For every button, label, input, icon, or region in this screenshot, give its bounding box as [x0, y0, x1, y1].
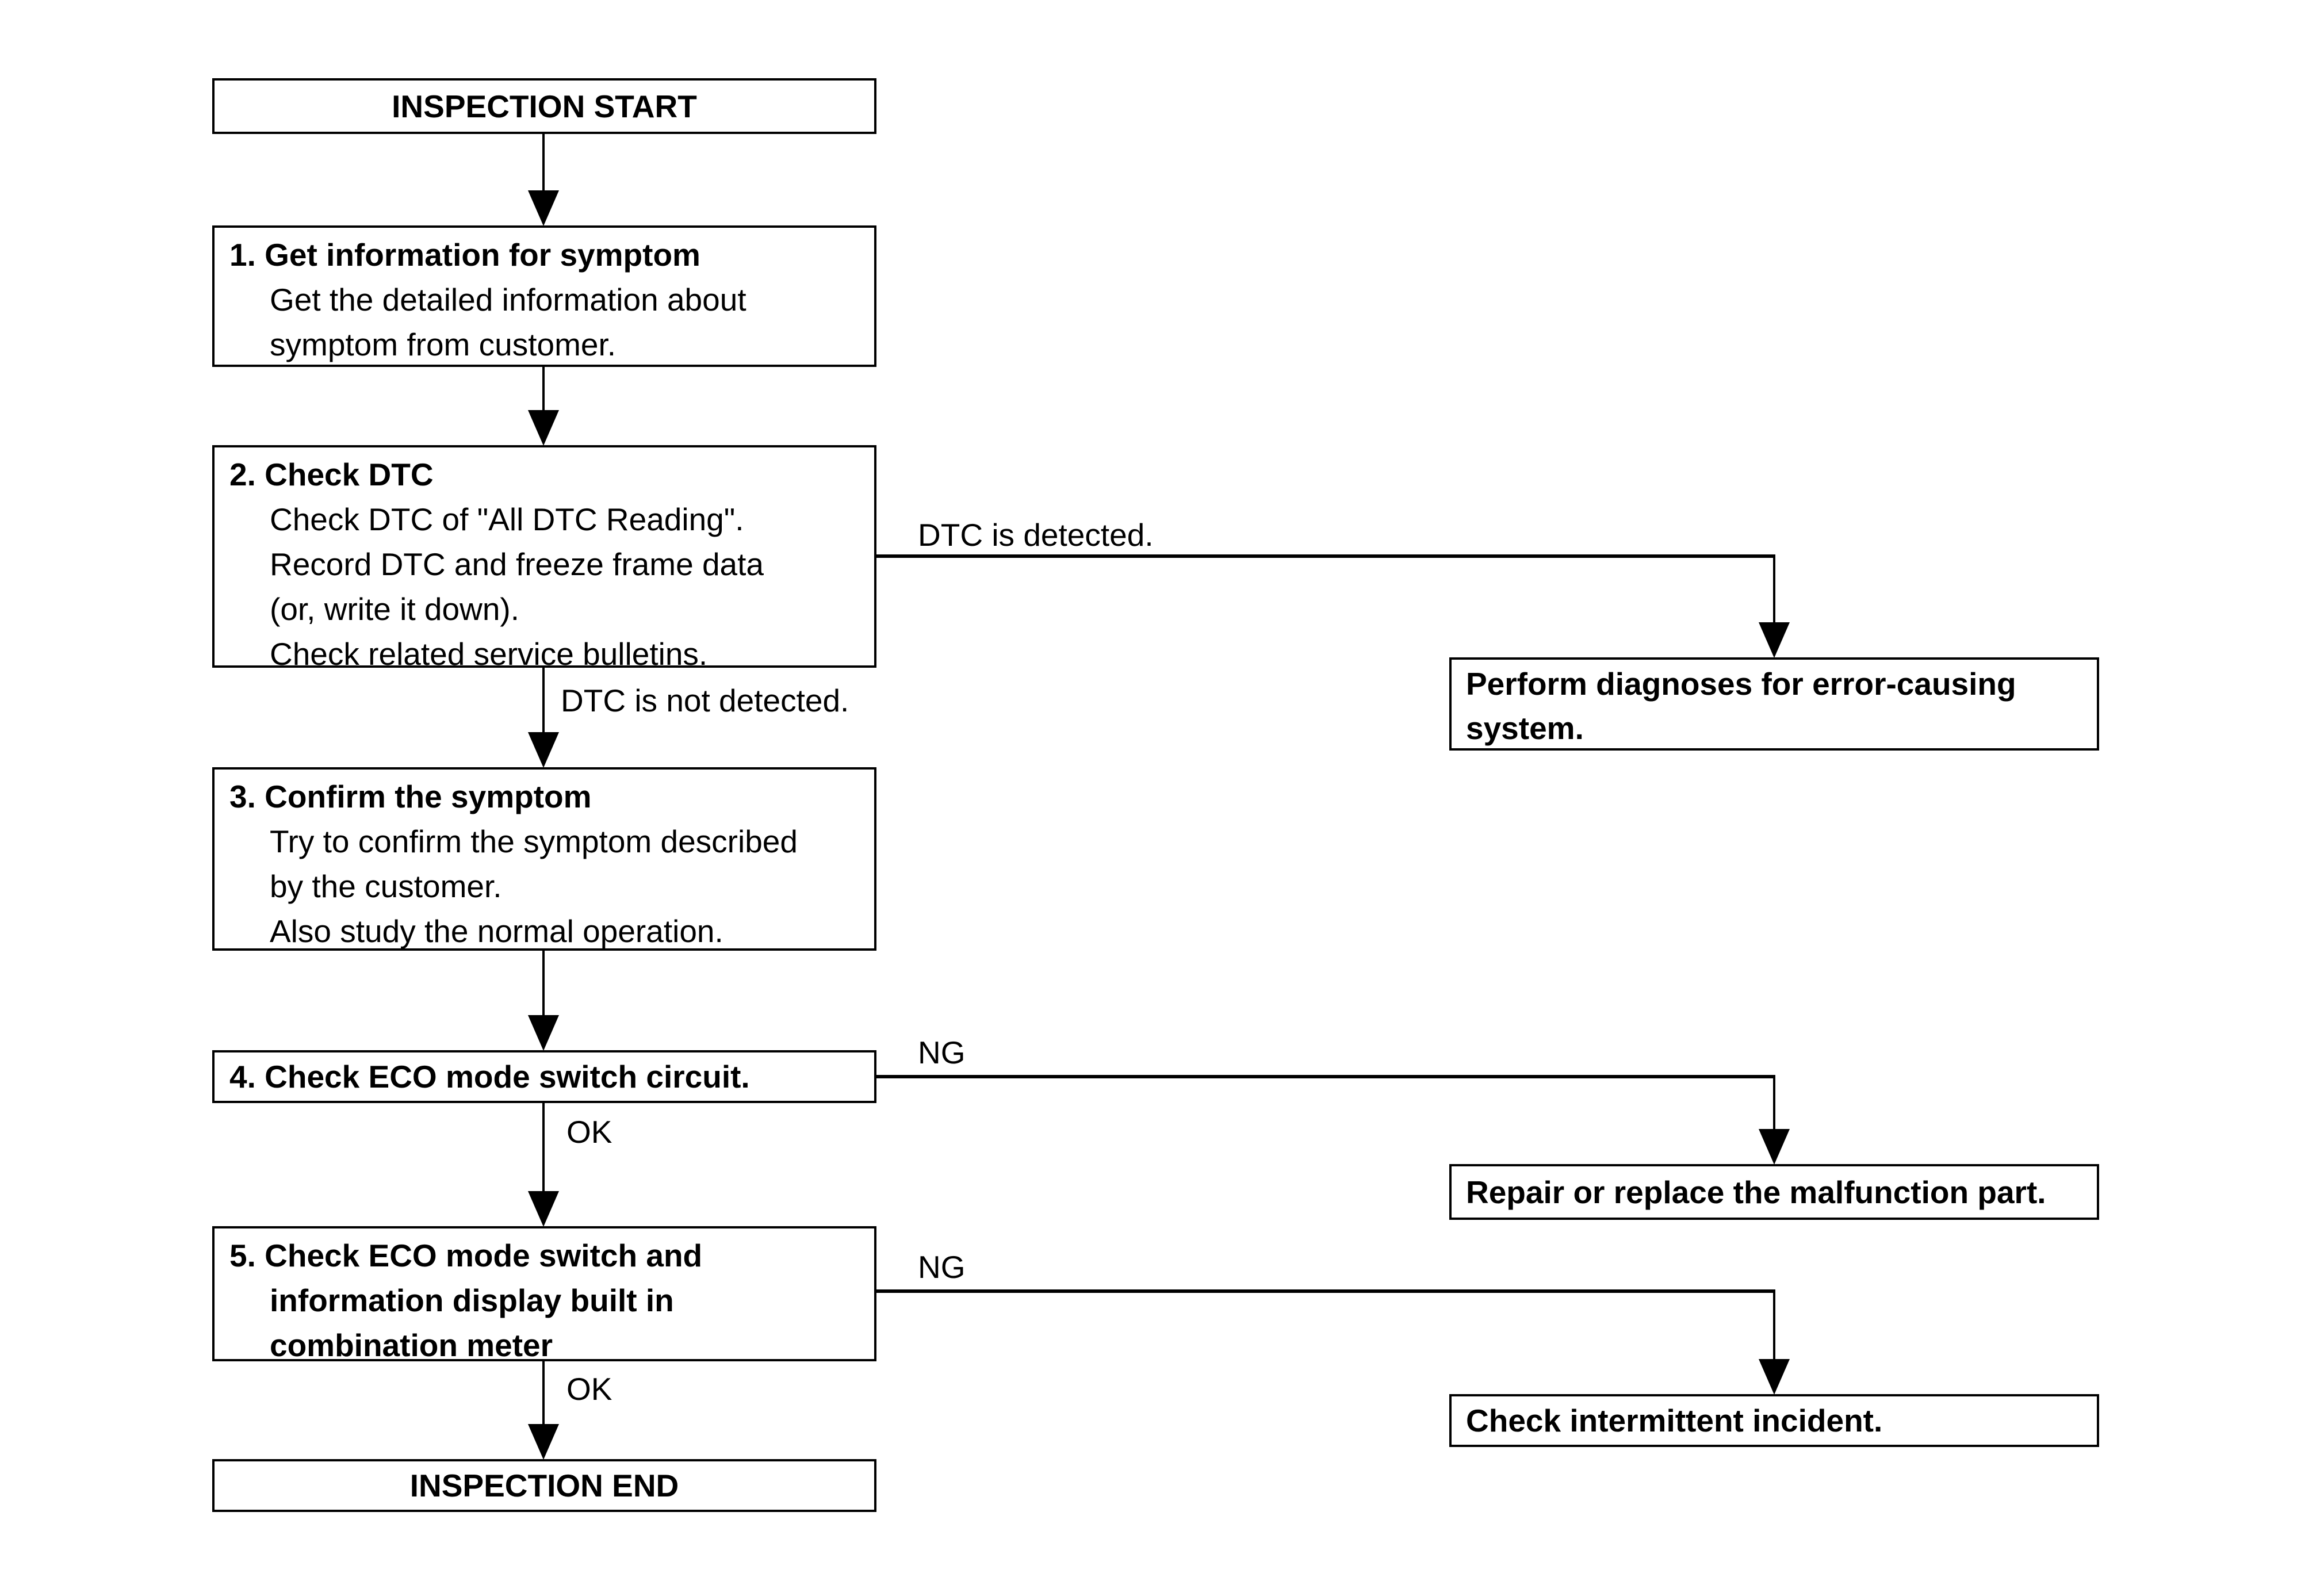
- step3-body-line: by the customer.: [270, 868, 502, 904]
- step3-body-line: Try to confirm the symptom described: [270, 824, 798, 859]
- arrowhead-step2-step3: [528, 732, 559, 768]
- step1-body-line: symptom from customer.: [270, 327, 617, 362]
- step2-body-line: Check related service bulletins.: [270, 636, 708, 672]
- arrowhead-step3-step4: [528, 1015, 559, 1051]
- connector-step3-step4: [542, 951, 545, 1017]
- branch-line-ng-step5-v: [1773, 1289, 1775, 1361]
- intermittent-label: Check intermittent incident.: [1466, 1403, 1883, 1438]
- branch-line-dtc-detected-v: [1773, 554, 1775, 624]
- node-repair: Repair or replace the malfunction part.: [1449, 1164, 2099, 1220]
- arrowhead-step1-step2: [528, 410, 559, 446]
- node-step3: 3. Confirm the symptom Try to confirm th…: [212, 767, 876, 951]
- step3-body-line: Also study the normal operation.: [270, 913, 723, 949]
- edge-label-ng-step4: NG: [918, 1035, 966, 1070]
- branch-line-dtc-detected-h: [876, 554, 1775, 558]
- connector-step5-end: [542, 1361, 545, 1426]
- step5-title: 5. Check ECO mode switch and: [229, 1238, 703, 1273]
- node-step5: 5. Check ECO mode switch and information…: [212, 1226, 876, 1363]
- connector-step2-step3: [542, 668, 545, 734]
- node-inspection-end: INSPECTION END: [212, 1459, 876, 1512]
- arrowhead-step5-end: [528, 1424, 559, 1460]
- node-step4: 4. Check ECO mode switch circuit.: [212, 1050, 876, 1103]
- step2-body-line: Check DTC of "All DTC Reading".: [270, 502, 744, 537]
- connector-step4-step5: [542, 1103, 545, 1193]
- node-intermittent: Check intermittent incident.: [1449, 1394, 2099, 1447]
- edge-label-ok-step5: OK: [566, 1371, 612, 1407]
- step1-title: 1. Get information for symptom: [229, 237, 700, 273]
- inspection-end-label: INSPECTION END: [409, 1468, 679, 1503]
- step3-title: 3. Confirm the symptom: [229, 779, 592, 814]
- step5-title-line: information display built in: [270, 1283, 674, 1318]
- edge-label-dtc-detected: DTC is detected.: [918, 517, 1154, 553]
- branch-line-ng-step5-h: [876, 1289, 1775, 1293]
- connector-step1-step2: [542, 367, 545, 412]
- arrowhead-step4-step5: [528, 1191, 559, 1227]
- arrowhead-start-step1: [528, 190, 559, 226]
- node-perform-diagnoses: Perform diagnoses for error-causing syst…: [1449, 657, 2099, 751]
- arrowhead-ng-step4: [1759, 1129, 1790, 1165]
- perform-diagnoses-line: system.: [1466, 710, 1584, 746]
- perform-diagnoses-line: Perform diagnoses for error-causing: [1466, 666, 2016, 702]
- inspection-start-label: INSPECTION START: [392, 88, 697, 124]
- step2-body-line: Record DTC and freeze frame data: [270, 546, 764, 582]
- repair-label: Repair or replace the malfunction part.: [1466, 1174, 2046, 1210]
- step1-body-line: Get the detailed information about: [270, 282, 746, 317]
- connector-start-step1: [542, 134, 545, 192]
- arrowhead-ng-step5: [1759, 1359, 1790, 1395]
- arrowhead-dtc-detected: [1759, 622, 1790, 658]
- node-step1: 1. Get information for symptom Get the d…: [212, 225, 876, 367]
- step2-title: 2. Check DTC: [229, 457, 434, 492]
- edge-label-ok-step4: OK: [566, 1114, 612, 1150]
- edge-label-dtc-not-detected: DTC is not detected.: [561, 683, 849, 718]
- step4-title: 4. Check ECO mode switch circuit.: [229, 1059, 750, 1094]
- node-step2: 2. Check DTC Check DTC of "All DTC Readi…: [212, 445, 876, 672]
- step2-body-line: (or, write it down).: [270, 591, 520, 627]
- branch-line-ng-step4-v: [1773, 1075, 1775, 1131]
- edge-label-ng-step5: NG: [918, 1249, 966, 1285]
- step5-title-line: combination meter: [270, 1327, 553, 1363]
- node-inspection-start: INSPECTION START: [212, 78, 876, 134]
- branch-line-ng-step4-h: [876, 1075, 1775, 1078]
